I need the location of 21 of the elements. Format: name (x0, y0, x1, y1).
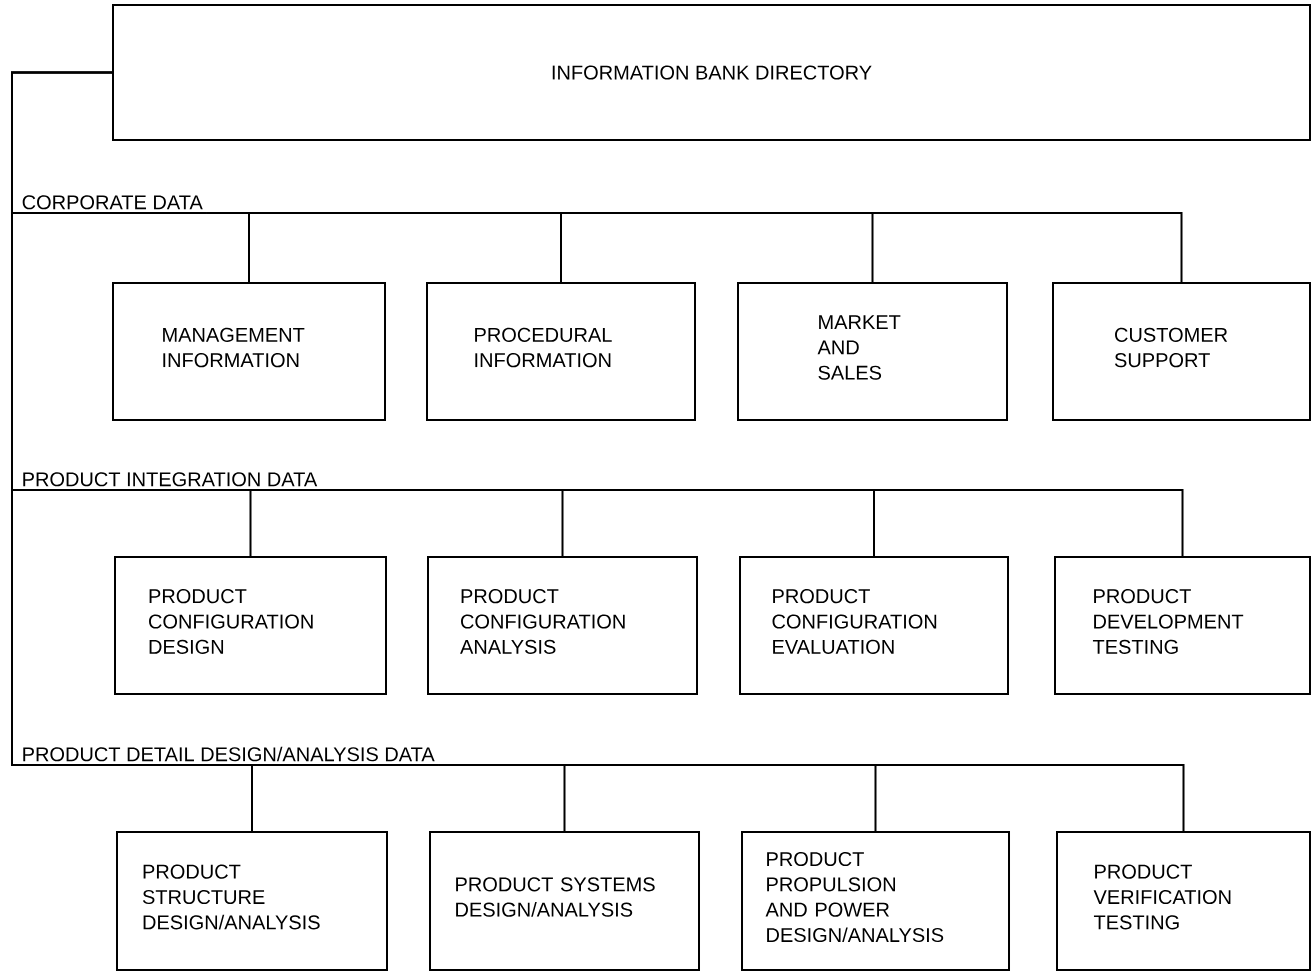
directory-box: INFORMATION BANK DIRECTORY (112, 4, 1311, 141)
category-box: PRODUCT CONFIGURATION EVALUATION (739, 556, 1009, 695)
category-box: PRODUCT VERIFICATION TESTING (1056, 831, 1311, 971)
category-box: PRODUCT DEVELOPMENT TESTING (1054, 556, 1311, 695)
connector-line (437, 764, 1185, 832)
category-box: MARKET AND SALES (737, 282, 1008, 421)
connector-line (319, 489, 1184, 557)
section-heading: CORPORATE DATA (22, 195, 203, 210)
category-box: PRODUCT STRUCTURE DESIGN/ANALYSIS (116, 831, 388, 971)
category-box: PRODUCT CONFIGURATION DESIGN (114, 556, 387, 695)
section-heading: PRODUCT INTEGRATION DATA (23, 472, 318, 487)
category-box: PROCEDURAL INFORMATION (426, 282, 696, 421)
connector-line (205, 212, 1183, 283)
section-heading: PRODUCT DETAIL DESIGN/ANALYSIS DATA (23, 746, 435, 762)
category-box: PRODUCT CONFIGURATION ANALYSIS (427, 556, 698, 695)
category-box: CUSTOMER SUPPORT (1052, 282, 1311, 421)
category-box: MANAGEMENT INFORMATION (112, 282, 386, 421)
connector-line (251, 764, 440, 832)
category-box: PRODUCT SYSTEMS DESIGN/ANALYSIS (429, 831, 700, 971)
category-box: PRODUCT PROPULSION AND POWER DESIGN/ANALYSIS (741, 831, 1010, 971)
connector-line (249, 489, 322, 557)
